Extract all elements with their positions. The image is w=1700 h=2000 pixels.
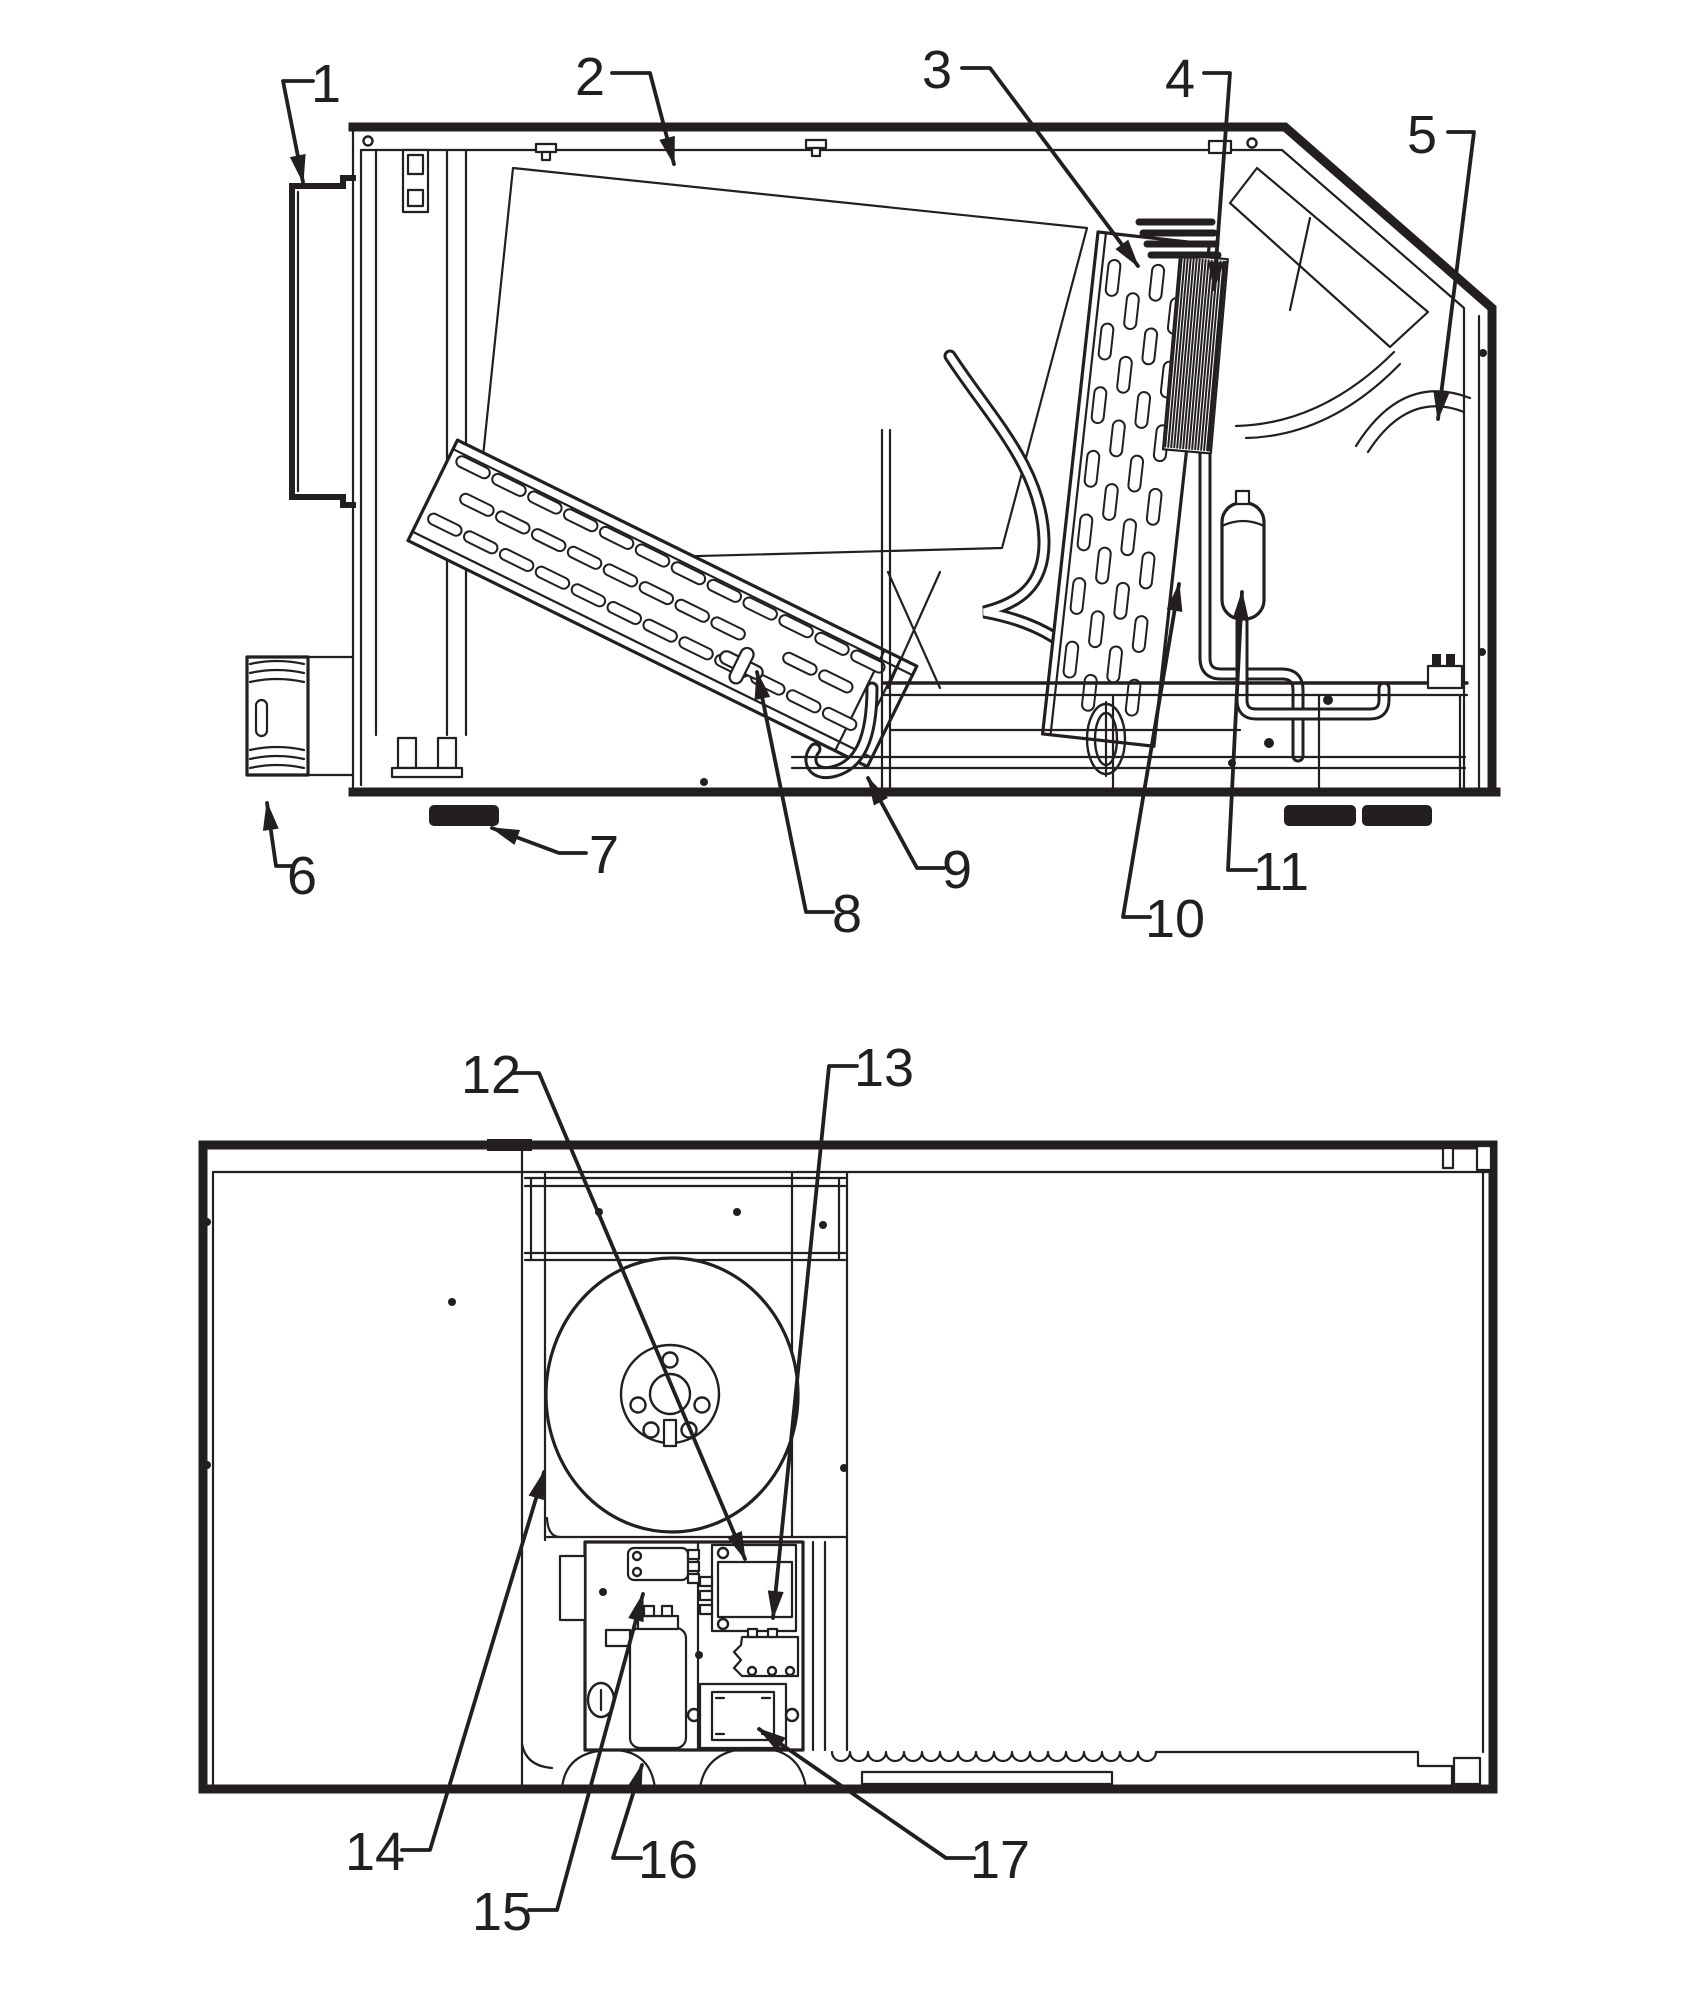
coil-guard-panel [1040,230,1211,748]
callout-label-5: 5 [1407,105,1437,165]
callout-14: 14 [345,1470,546,1882]
callout-label-12: 12 [461,1045,521,1105]
callout-16: 16 [611,1763,698,1890]
callout-6: 6 [262,801,317,906]
callout-5: 5 [1407,105,1476,421]
bottom-interior [520,1742,1482,1790]
mounting-clamp [1085,700,1127,778]
callout-label-2: 2 [575,47,605,107]
service-valve [1426,654,1464,690]
side-cutaway-view [245,122,1501,826]
duct-collar-lower [245,655,354,777]
transformer [698,1543,798,1633]
callout-4: 4 [1165,49,1232,291]
callout-label-16: 16 [638,1830,698,1890]
callout-label-17: 17 [970,1830,1030,1890]
duct-collar-upper [289,175,356,508]
contactor-relay [686,1682,800,1750]
callout-10: 10 [1121,582,1205,949]
callout-label-4: 4 [1165,49,1195,109]
callout-label-13: 13 [854,1038,914,1098]
callout-label-11: 11 [1253,842,1309,902]
callout-9: 9 [866,776,972,900]
callout-label-10: 10 [1145,889,1205,949]
callout-label-14: 14 [345,1822,405,1882]
callout-3: 3 [922,40,1140,268]
unit-feet [429,805,1432,826]
callout-1: 1 [281,54,341,184]
terminal-board [732,1627,800,1678]
callout-label-3: 3 [922,40,952,100]
callout-7: 7 [490,825,619,885]
callout-12: 12 [461,1045,747,1561]
callout-2: 2 [575,47,676,166]
callout-label-9: 9 [942,840,972,900]
callout-15: 15 [472,1592,645,1942]
section-dividers [520,1143,849,1791]
top-down-view [198,1139,1498,1794]
bay-bulkhead [880,428,892,790]
callout-label-6: 6 [287,846,317,906]
callout-17: 17 [757,1727,1030,1890]
blower-bulkhead-panel [374,148,468,779]
coil-tube-scallops [830,1750,1158,1763]
callout-label-8: 8 [832,884,862,944]
callout-13: 13 [767,1038,914,1620]
callout-label-15: 15 [472,1882,532,1942]
evaporator-panel [470,166,1089,564]
blower-wheel [544,1256,849,1539]
run-capacitor [604,1604,688,1750]
coil-hairpin-bends [1135,218,1222,259]
callout-label-7: 7 [589,825,619,885]
compressor-deck [790,654,1469,790]
heat-shield-panel [406,438,919,769]
shield-cross-tab [718,646,764,685]
callout-8: 8 [754,670,862,944]
condenser-shroud [1228,166,1472,454]
control-box [558,1540,805,1752]
callout-label-1: 1 [311,54,341,114]
relay-small [626,1546,701,1585]
callout-11: 11 [1226,590,1309,902]
callouts: 1 2 3 4 5 6 7 8 [262,40,1476,1942]
